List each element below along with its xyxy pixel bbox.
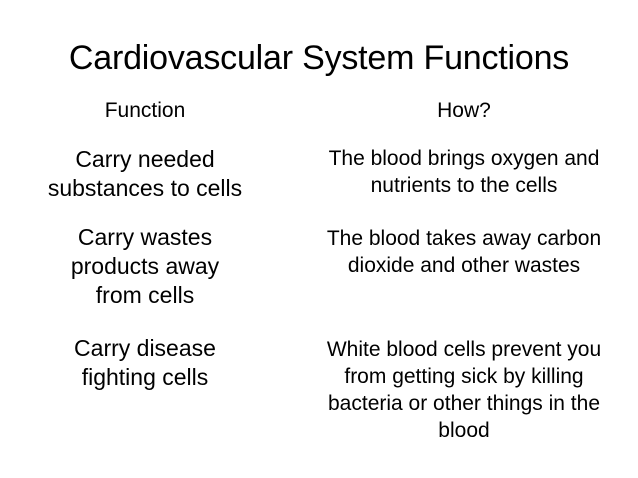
column-header-function: Function <box>104 99 186 122</box>
table-row: Carry needed substances to cells The blo… <box>0 145 638 203</box>
page-title: Cardiovascular System Functions <box>68 39 570 77</box>
cell-function: Carry disease fighting cells <box>0 334 290 392</box>
table-row: Carry disease fighting cells White blood… <box>0 334 638 444</box>
cell-line: Carry wastes <box>77 224 213 250</box>
cell-line: nutrients to the cells <box>370 174 558 197</box>
cell-line: blood <box>438 419 490 442</box>
cell-how: White blood cells prevent you from getti… <box>290 334 638 444</box>
table-header-row: Function How? <box>0 98 638 138</box>
cell-line: White blood cells prevent you <box>326 338 602 361</box>
cell-line: dioxide and other wastes <box>347 254 581 277</box>
cell-line: The blood brings oxygen and <box>328 147 600 170</box>
cell-function: Carry wastes products away from cells <box>0 223 290 310</box>
table-row: Carry wastes products away from cells Th… <box>0 223 638 310</box>
cell-line: products away <box>70 253 220 279</box>
functions-table: Function How? Carry needed substances to… <box>0 98 638 444</box>
cell-line: substances to cells <box>47 175 243 201</box>
cell-line: Carry needed <box>75 146 215 172</box>
cell-line: Carry disease <box>74 335 216 361</box>
cell-how: The blood brings oxygen and nutrients to… <box>290 145 638 199</box>
cell-line: bacteria or other things in the <box>328 392 600 415</box>
cell-line: from cells <box>95 282 195 308</box>
cell-line: from getting sick by killing <box>344 365 584 388</box>
cell-how: The blood takes away carbon dioxide and … <box>290 223 638 279</box>
column-header-how: How? <box>437 99 491 122</box>
cell-function: Carry needed substances to cells <box>0 145 290 203</box>
cell-line: The blood takes away carbon <box>326 227 602 250</box>
cell-line: fighting cells <box>81 364 209 390</box>
